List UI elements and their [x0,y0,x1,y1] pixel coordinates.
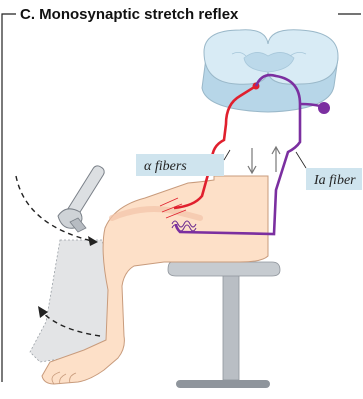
stool-icon [168,262,280,388]
dorsal-root-ganglion [318,102,330,114]
ia-fiber-leader [296,152,306,168]
afferent-arrow-icon [272,147,280,172]
efferent-arrow-icon [248,148,256,173]
alpha-fibers-text: α fibers [144,159,187,174]
alpha-fibers-label: α fibers [136,154,224,176]
alpha-fibers-leader [224,150,230,160]
ia-fiber-text: Ia fiber [313,173,356,188]
ia-fiber-label: Ia fiber [306,168,362,190]
figure-title: C. Monosynaptic stretch reflex [20,6,239,23]
spinal-cord-icon [202,30,338,112]
reflex-hammer-icon [58,164,106,232]
